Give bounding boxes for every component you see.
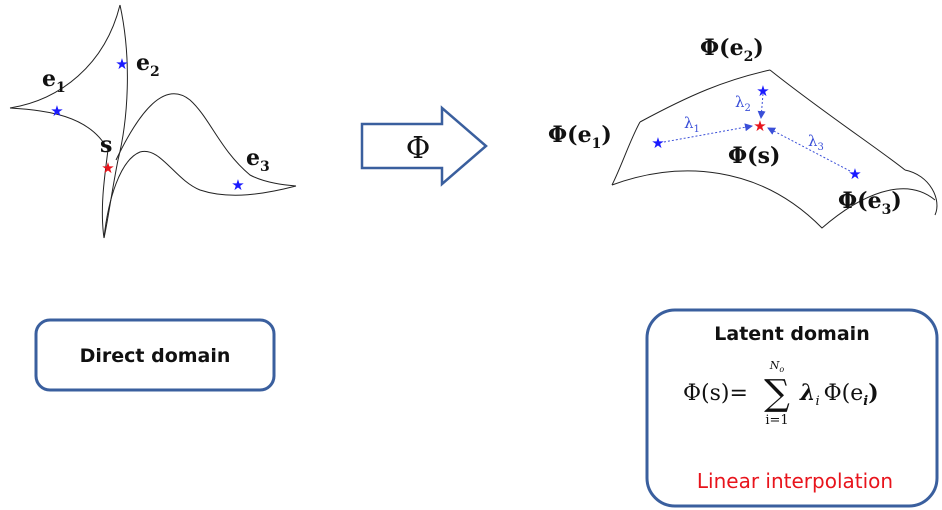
star-phi-e1: ★ — [651, 134, 664, 152]
formula-sum: ∑ — [764, 373, 790, 414]
star-e2: ★ — [115, 55, 128, 73]
latent-domain-title: Latent domain — [714, 323, 869, 345]
direct-domain-label: Direct domain — [80, 345, 231, 367]
formula-lower: i=1 — [765, 413, 788, 428]
linear-interpolation-label: Linear interpolation — [697, 469, 893, 493]
star-e3: ★ — [231, 176, 244, 194]
label-s: s — [100, 132, 112, 158]
label-lambda1: λ1 — [684, 114, 700, 135]
label-phi-s: Φ(s) — [728, 143, 780, 169]
mapping-arrow: Φ — [360, 105, 488, 187]
label-e1: e1 — [42, 66, 66, 96]
star-e1: ★ — [50, 102, 63, 120]
phi-symbol: Φ — [406, 131, 431, 166]
label-phi-e3: Φ(e3) — [838, 188, 902, 218]
label-phi-e1: Φ(e1) — [548, 122, 612, 152]
star-phi-e2: ★ — [756, 82, 769, 100]
formula-upper: No — [769, 359, 785, 374]
label-e2: e2 — [136, 50, 160, 80]
label-lambda3: λ3 — [808, 132, 824, 153]
label-phi-e2: Φ(e2) — [700, 35, 764, 65]
star-s: ★ — [101, 159, 114, 177]
lambda3-arrow — [767, 127, 851, 172]
direct-domain-box: Direct domain — [34, 318, 276, 392]
direct-domain-shape — [9, 4, 297, 239]
star-phi-e3: ★ — [848, 165, 861, 183]
label-e3: e3 — [246, 145, 270, 175]
star-phi-s: ★ — [753, 117, 766, 135]
latent-domain-surface — [611, 69, 938, 229]
lambda1-arrow — [663, 123, 753, 143]
label-lambda2: λ2 — [735, 93, 751, 114]
lambda2-arrow — [757, 93, 766, 119]
formula-lhs: Φ(s)= — [683, 381, 748, 406]
